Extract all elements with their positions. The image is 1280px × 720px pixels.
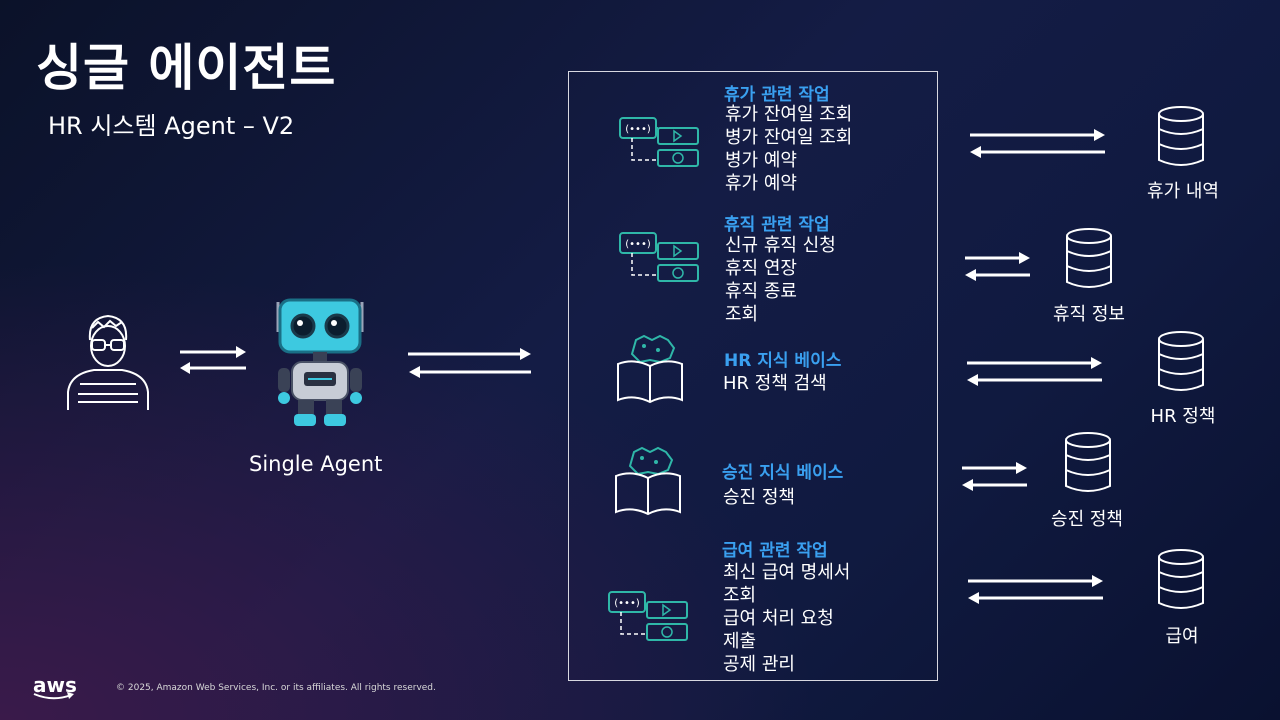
- group-heading: 급여 관련 작업: [722, 541, 828, 561]
- list-item: 급여 처리 요청: [723, 608, 834, 629]
- capabilities-panel: [568, 71, 938, 681]
- store-arrows-5: [968, 575, 1103, 604]
- list-item: 휴가 예약: [725, 173, 797, 194]
- action-group-icon: (•••): [619, 117, 699, 167]
- knowledge-base-icon: [617, 334, 683, 404]
- database-icon: [1158, 549, 1204, 609]
- group-items: 최신 급여 명세서 조회 급여 처리 요청 제출 공제 관리: [723, 561, 850, 676]
- svg-text:(•••): (•••): [614, 598, 640, 609]
- aws-smile-icon: [33, 692, 74, 700]
- action-group-icon: (•••): [608, 591, 688, 641]
- database-icon: [1065, 432, 1111, 492]
- store-label: 휴가 내역: [1147, 181, 1219, 202]
- list-item: 조회: [725, 304, 759, 325]
- group-items: 휴가 잔여일 조회 병가 잔여일 조회 병가 예약 휴가 예약: [725, 103, 852, 195]
- group-heading: HR 지식 베이스: [724, 351, 842, 371]
- list-item: 신규 휴직 신청: [725, 235, 836, 256]
- list-item: 병가 잔여일 조회: [725, 127, 853, 148]
- group-heading: 휴직 관련 작업: [724, 215, 830, 235]
- list-item: 공제 관리: [723, 654, 795, 675]
- store-arrows-3: [967, 357, 1102, 386]
- list-item: 병가 예약: [725, 150, 797, 171]
- group-items: 신규 휴직 신청 휴직 연장 휴직 종료 조회: [725, 234, 836, 326]
- list-item: 휴가 잔여일 조회: [725, 104, 853, 125]
- store-label: HR 정책: [1150, 406, 1216, 427]
- svg-text:(•••): (•••): [625, 124, 651, 135]
- store-label: 급여: [1165, 626, 1199, 647]
- user-agent-arrows: [180, 346, 246, 374]
- database-icon: [1066, 228, 1112, 288]
- robot-agent-icon: [276, 298, 364, 426]
- action-group-icon: (•••): [619, 232, 699, 282]
- database-icon: [1158, 331, 1204, 391]
- store-arrows-4: [962, 462, 1027, 491]
- knowledge-base-icon: [615, 446, 681, 516]
- store-label: 승진 정책: [1051, 509, 1123, 530]
- store-arrows-1: [970, 129, 1105, 158]
- group-items: 승진 정책: [723, 486, 795, 509]
- agent-panel-arrows: [408, 348, 531, 378]
- group-heading: 승진 지식 베이스: [722, 463, 844, 483]
- svg-text:(•••): (•••): [625, 239, 651, 250]
- store-arrows-2: [965, 252, 1030, 281]
- list-item: 제출: [723, 631, 757, 652]
- list-item: HR 정책 검색: [723, 373, 827, 394]
- agent-label: Single Agent: [249, 452, 383, 476]
- copyright-text: © 2025, Amazon Web Services, Inc. or its…: [116, 683, 436, 693]
- list-item: 휴직 연장: [725, 258, 797, 279]
- group-heading: 휴가 관련 작업: [724, 85, 830, 105]
- list-item: 최신 급여 명세서: [723, 562, 851, 583]
- store-label: 휴직 정보: [1053, 304, 1125, 325]
- list-item: 휴직 종료: [725, 281, 797, 302]
- user-icon: [67, 314, 149, 410]
- list-item: 승진 정책: [723, 487, 795, 508]
- group-items: HR 정책 검색: [723, 372, 827, 395]
- page-subtitle: HR 시스템 Agent – V2: [48, 112, 295, 140]
- database-icon: [1158, 106, 1204, 166]
- list-item: 조회: [723, 585, 757, 606]
- page-title: 싱글 에이전트: [36, 39, 337, 97]
